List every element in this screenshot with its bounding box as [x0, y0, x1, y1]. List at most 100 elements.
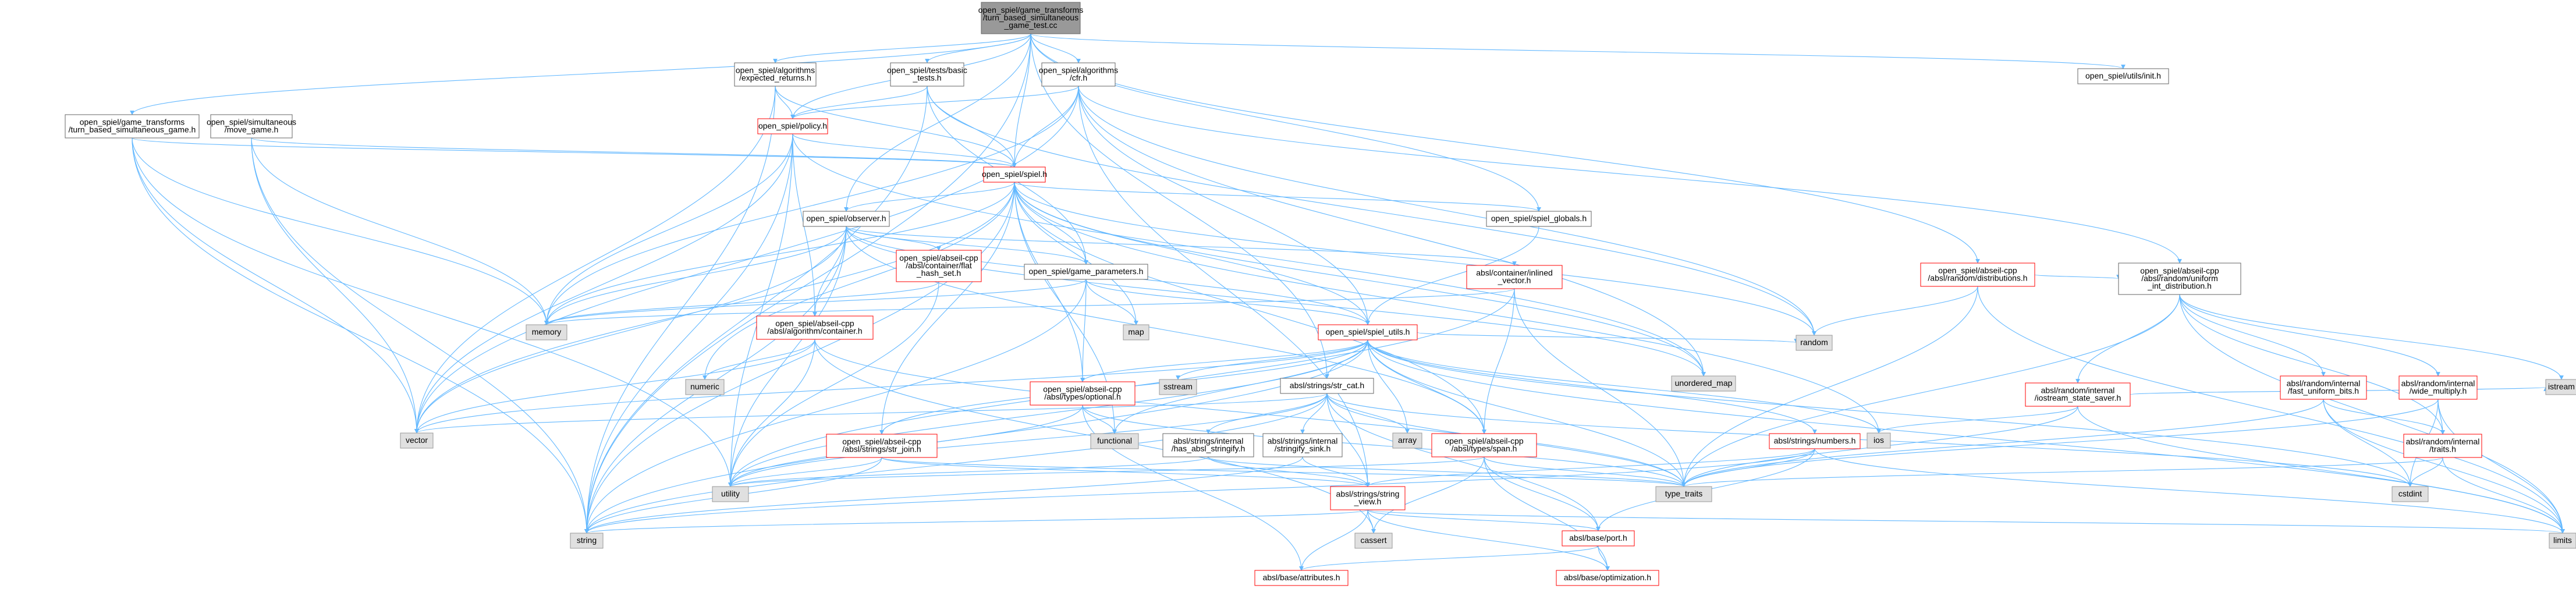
node-uniform_int[interactable]: open_spiel/abseil-cpp/absl/random/unifor…: [2118, 262, 2241, 295]
edge-policy-to-unordered_map: [792, 133, 1706, 377]
edge-spiel-to-optional: [1014, 182, 1085, 382]
edge-string_view-to-cassert: [1367, 509, 1376, 534]
edge-str_cat-to-vector: [414, 393, 1328, 434]
node-has_absl_stringify[interactable]: absl/strings/internal/has_absl_stringify…: [1162, 433, 1254, 457]
node-stringify_sink[interactable]: absl/strings/internal/stringify_sink.h: [1262, 433, 1343, 457]
node-attributes[interactable]: absl/base/attributes.h: [1254, 570, 1349, 586]
node-box-distributions: [1920, 262, 2035, 287]
node-box-random: [1796, 335, 1833, 351]
edge-optional-to-type_traits: [1082, 405, 1686, 487]
node-box-game_parameters: [1024, 264, 1148, 280]
node-label-policy: open_spiel/policy.h: [758, 121, 827, 130]
node-box-cfr: [1041, 62, 1116, 87]
node-spiel[interactable]: open_spiel/spiel.h: [982, 166, 1047, 183]
node-algo_container[interactable]: open_spiel/abseil-cpp/absl/algorithm/con…: [756, 315, 874, 340]
node-port[interactable]: absl/base/port.h: [1562, 530, 1635, 547]
node-init[interactable]: open_spiel/utils/init.h: [2077, 68, 2169, 84]
edge-spiel-to-random: [1014, 182, 1816, 336]
node-numbers[interactable]: absl/strings/numbers.h: [1769, 433, 1861, 449]
node-label-utility: utility: [721, 489, 740, 498]
edge-string_view-to-string: [584, 509, 1368, 534]
node-distributions[interactable]: open_spiel/abseil-cpp/absl/random/distri…: [1920, 262, 2035, 287]
node-expected_returns[interactable]: open_spiel/algorithms/expected_returns.h: [734, 62, 817, 87]
node-box-basic_tests: [890, 62, 964, 87]
edge-spiel-to-spiel_globals: [1014, 182, 1541, 212]
node-string: string: [570, 533, 604, 549]
edge-basic_tests-to-policy: [790, 86, 928, 119]
node-box-functional: [1090, 433, 1139, 449]
node-str_cat[interactable]: absl/strings/str_cat.h: [1280, 378, 1374, 394]
node-label-iostream_state_saver: absl/random/internal/iostream_state_save…: [2035, 386, 2121, 403]
node-spiel_globals[interactable]: open_spiel/spiel_globals.h: [1486, 211, 1592, 227]
edge-spiel_utils-to-array: [1367, 339, 1410, 434]
node-label-spiel: open_spiel/spiel.h: [982, 169, 1047, 179]
node-label-random: random: [1800, 338, 1828, 347]
node-label-optimization: absl/base/optimization.h: [1564, 573, 1651, 582]
edge-distributions-to-uniform_int: [2034, 274, 2121, 279]
node-type_traits: type_traits: [1655, 486, 1712, 502]
edge-string_view-to-optimization: [1367, 509, 1610, 571]
node-optimization[interactable]: absl/base/optimization.h: [1556, 570, 1659, 586]
edge-move_game-to-vector: [251, 137, 419, 434]
edge-cfr-to-policy: [790, 86, 1079, 119]
edge-uniform_int-to-type_traits: [1681, 294, 2180, 487]
edge-root-to-init: [1030, 33, 2126, 69]
edge-expected_returns-to-vector: [414, 86, 776, 434]
node-root[interactable]: open_spiel/game_transforms/turn_based_si…: [978, 2, 1084, 34]
node-label-uniform_int: open_spiel/abseil-cpp/absl/random/unifor…: [2140, 266, 2219, 290]
edge-algo_container-to-vector: [414, 339, 815, 434]
node-random_traits[interactable]: absl/random/internal/traits.h: [2403, 434, 2482, 458]
edge-stringify_sink-to-string: [584, 456, 1303, 534]
node-tbsg[interactable]: open_spiel/game_transforms/turn_based_si…: [65, 114, 200, 139]
node-str_join[interactable]: open_spiel/abseil-cpp/absl/strings/str_j…: [826, 434, 938, 458]
node-box-str_join: [826, 434, 938, 458]
edge-root-to-string: [584, 33, 1031, 534]
edge-observer-to-vector: [414, 226, 847, 434]
edge-optional-to-functional: [1082, 405, 1117, 434]
node-box-unordered_map: [1671, 375, 1736, 392]
node-span[interactable]: open_spiel/abseil-cpp/absl/types/span.h: [1431, 433, 1537, 457]
node-policy[interactable]: open_spiel/policy.h: [757, 118, 828, 134]
edge-game_parameters-to-string: [584, 279, 1087, 534]
edge-root-to-distributions: [1030, 33, 1980, 264]
node-inlined_vector[interactable]: absl/container/inlined_vector.h: [1466, 265, 1563, 289]
node-wide_multiply[interactable]: absl/random/internal/wide_multiply.h: [2398, 375, 2478, 400]
node-observer[interactable]: open_spiel/observer.h: [803, 211, 890, 227]
edge-cfr-to-unordered_map: [1078, 86, 1706, 377]
node-label-type_traits: type_traits: [1665, 489, 1703, 498]
node-box-ios: [1867, 432, 1891, 449]
node-string_view[interactable]: absl/strings/string_view.h: [1330, 486, 1406, 510]
edge-observer-to-utility: [728, 226, 847, 487]
node-game_parameters[interactable]: open_spiel/game_parameters.h: [1024, 264, 1148, 280]
edge-random_traits-to-type_traits: [1681, 457, 2443, 487]
edge-tbsg-to-utility: [132, 137, 733, 487]
node-label-init: open_spiel/utils/init.h: [2085, 71, 2161, 80]
node-label-random_traits: absl/random/internal/traits.h: [2406, 437, 2480, 454]
node-move_game[interactable]: open_spiel/simultaneous/move_game.h: [207, 114, 296, 139]
node-spiel_utils[interactable]: open_spiel/spiel_utils.h: [1318, 324, 1418, 340]
edge-root-to-spiel: [1012, 33, 1031, 168]
edge-inlined_vector-to-span: [1482, 288, 1515, 434]
node-optional[interactable]: open_spiel/abseil-cpp/absl/types/optiona…: [1030, 381, 1136, 406]
edge-str_cat-to-port: [1326, 393, 1601, 531]
node-fast_uniform_bits[interactable]: absl/random/internal/fast_uniform_bits.h: [2280, 375, 2367, 400]
node-label-optional: open_spiel/abseil-cpp/absl/types/optiona…: [1043, 385, 1122, 402]
node-cfr[interactable]: open_spiel/algorithms/cfr.h: [1039, 62, 1118, 87]
edge-spiel_utils-to-random: [1417, 332, 1798, 343]
node-label-memory: memory: [532, 327, 562, 336]
edge-uniform_int-to-fast_uniform_bits: [2179, 294, 2326, 377]
edge-uniform_int-to-istream: [2179, 294, 2564, 380]
edge-span-to-cassert: [1371, 456, 1485, 534]
edge-policy-to-vector: [414, 133, 793, 434]
node-label-cstdint: cstdint: [2398, 489, 2422, 498]
node-label-wide_multiply: absl/random/internal/wide_multiply.h: [2401, 379, 2475, 396]
node-label-numeric: numeric: [690, 382, 719, 391]
node-iostream_state_saver[interactable]: absl/random/internal/iostream_state_save…: [2025, 382, 2131, 407]
edge-game_parameters-to-memory: [544, 279, 1087, 325]
edge-spiel-to-observer: [844, 182, 1015, 212]
edge-root-to-observer: [844, 33, 1031, 212]
edge-wide_multiply-to-random_traits: [2437, 399, 2445, 435]
edge-span-to-port: [1484, 456, 1601, 531]
node-basic_tests[interactable]: open_spiel/tests/basic_tests.h: [887, 62, 967, 87]
node-flat_hash_set[interactable]: open_spiel/abseil-cpp/absl/container/fla…: [896, 250, 982, 282]
